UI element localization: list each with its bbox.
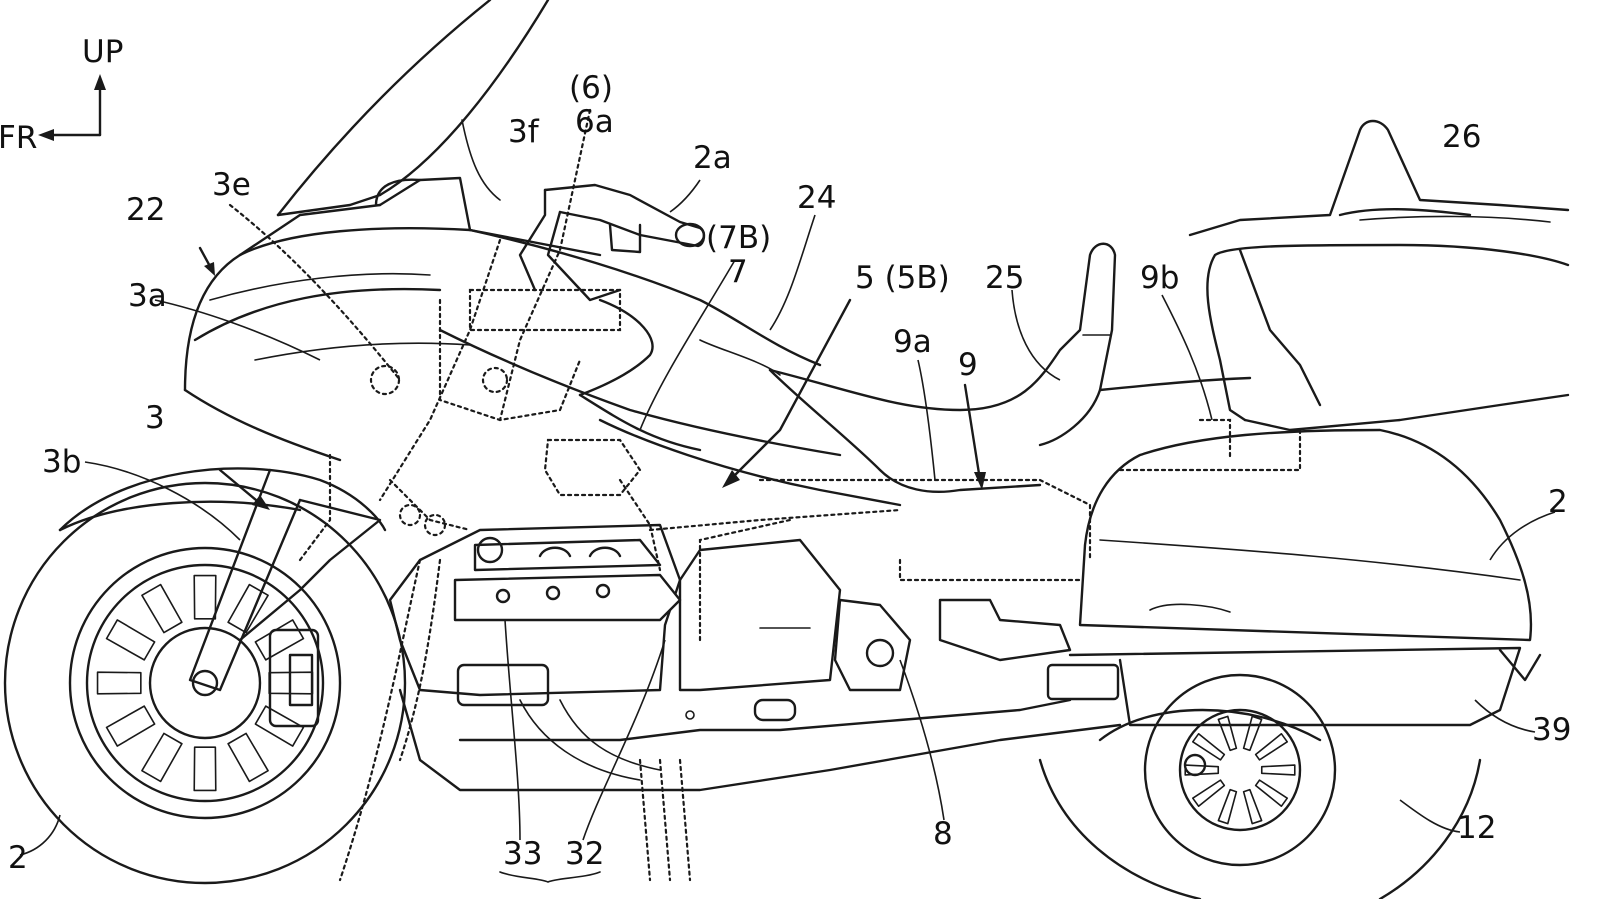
wheel-spoke-opening	[254, 619, 305, 661]
wheel-spoke-opening	[1217, 715, 1238, 752]
wheel-spoke-opening	[141, 583, 183, 634]
front-wheel-spokes	[96, 574, 314, 792]
label-5-5B: 5 (5B)	[855, 260, 950, 296]
label-25: 25	[985, 260, 1024, 296]
arrows	[198, 246, 986, 510]
label-3: 3	[145, 400, 165, 436]
wheel-spoke-opening	[254, 705, 305, 747]
label-3b: 3b	[42, 444, 81, 480]
label-22: 22	[126, 192, 165, 228]
rear-wheel	[1038, 673, 1482, 901]
lower-cowl	[398, 688, 1122, 792]
label-26: 26	[1442, 119, 1481, 155]
up-label: UP	[82, 34, 123, 70]
orientation-indicator	[38, 74, 106, 141]
label-39: 39	[1532, 712, 1571, 748]
wheel-spoke-opening	[193, 746, 217, 792]
label-9: 9	[958, 347, 978, 383]
label-7: 7	[728, 254, 748, 290]
wheel-spoke-opening	[1191, 779, 1226, 807]
label-9b: 9b	[1140, 260, 1179, 296]
label-2a: 2a	[693, 140, 732, 176]
label-2-rear: 2	[1548, 484, 1568, 520]
wheel-spoke-opening	[105, 619, 156, 661]
engine	[388, 523, 1072, 707]
wheel-spoke-opening	[1254, 779, 1289, 807]
label-3a: 3a	[128, 278, 167, 314]
wheel-spoke-opening	[227, 583, 269, 634]
windshield	[276, 0, 550, 217]
body-cover	[438, 228, 902, 507]
hidden-lines	[228, 108, 1302, 882]
label-24: 24	[797, 180, 836, 216]
front-wheel	[3, 467, 407, 885]
front-fairing	[183, 176, 602, 462]
label-3f: 3f	[508, 114, 540, 150]
reference-labels: UP FR (6) 6a 3f 2a (7B) 7 24 26 3e 22 3a…	[0, 34, 1571, 883]
front-arrow-head	[38, 129, 54, 141]
label-32: 32	[565, 836, 604, 872]
wheel-spoke-opening	[1242, 715, 1263, 752]
top-box	[1188, 119, 1570, 432]
label-12: 12	[1457, 810, 1496, 846]
wheel-spoke-opening	[1191, 733, 1226, 761]
leader-lines	[19, 179, 1556, 856]
label-6: (6)	[569, 70, 613, 106]
label-brace	[499, 871, 601, 883]
wheel-spoke-opening	[1242, 788, 1263, 825]
rear-wheel-spokes	[1184, 715, 1296, 825]
up-arrow-head	[94, 74, 106, 90]
wheel-spoke-opening	[1217, 788, 1238, 825]
wheel-spoke-opening	[227, 732, 269, 783]
wheel-spoke-opening	[141, 732, 183, 783]
label-8: 8	[933, 816, 953, 852]
handlebar	[518, 183, 706, 302]
label-6a: 6a	[575, 104, 614, 140]
front-label: FR	[0, 120, 37, 156]
seat	[768, 242, 1252, 493]
label-33: 33	[503, 836, 542, 872]
label-3e: 3e	[212, 167, 251, 203]
wheel-spoke-opening	[1254, 733, 1289, 761]
saddlebag	[1046, 428, 1542, 727]
label-2-front: 2	[8, 840, 28, 876]
label-9a: 9a	[893, 324, 932, 360]
label-7B: (7B)	[706, 220, 771, 256]
wheel-spoke-opening	[1260, 764, 1296, 776]
wheel-spoke-opening	[105, 705, 156, 747]
wheel-spoke-opening	[96, 671, 142, 695]
wheel-spoke-opening	[193, 574, 217, 620]
